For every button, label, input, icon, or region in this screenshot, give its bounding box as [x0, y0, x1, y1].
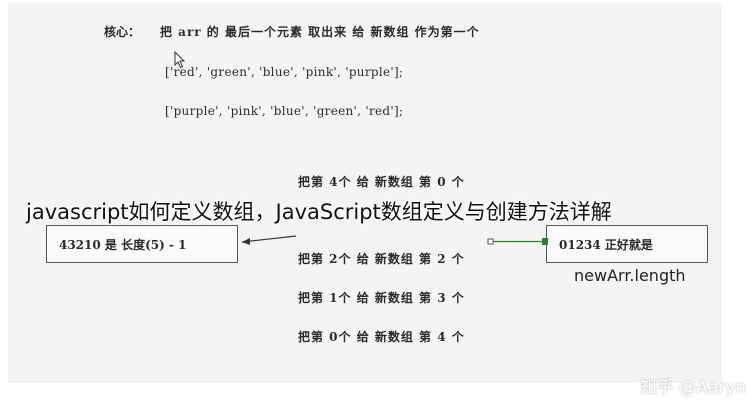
mouse-cursor-icon [174, 50, 186, 73]
newarr-length-label: newArr.length [574, 266, 686, 285]
core-label: 核心： [104, 25, 141, 39]
index-box-left: 43210 是 长度(5) - 1 [46, 225, 238, 263]
arrow-right-icon [487, 238, 548, 245]
step-line: 把第 4个 给 新数组 第 0 个 [298, 175, 465, 189]
step-line: 把第 1个 给 新数组 第 3 个 [298, 291, 465, 305]
core-description: 把 arr 的 最后一个元素 取出来 给 新数组 作为第一个 [160, 25, 480, 39]
step-line: 把第 0个 给 新数组 第 4 个 [298, 330, 465, 344]
array-original: ['red', 'green', 'blue', 'pink', 'purple… [165, 65, 404, 79]
index-box-right-text: 01234 正好就是 [559, 238, 653, 252]
watermark: 知乎 @Aaryn [639, 378, 746, 398]
article-title-overlay: javascript如何定义数组，JavaScript数组定义与创建方法详解 [26, 200, 612, 224]
array-reversed: ['purple', 'pink', 'blue', 'green', 'red… [165, 104, 404, 118]
arrow-left-icon [241, 235, 297, 245]
slide-image [8, 3, 722, 383]
index-box-right: 01234 正好就是 [546, 225, 708, 263]
step-line: 把第 2个 给 新数组 第 2 个 [298, 252, 465, 266]
index-box-left-text: 43210 是 长度(5) - 1 [59, 238, 187, 252]
